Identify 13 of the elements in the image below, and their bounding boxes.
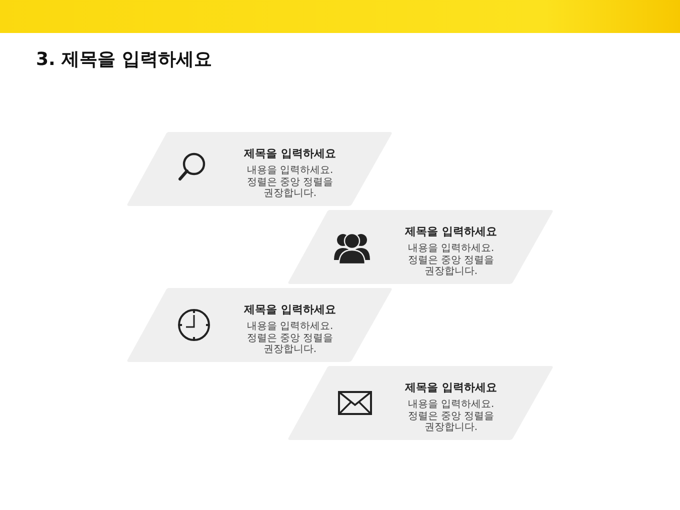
card-title: 제목을 입력하세요	[244, 146, 336, 161]
card-title: 제목을 입력하세요	[244, 302, 336, 317]
card-description: 내용을 입력하세요. 정렬은 중앙 정렬을 권장합니다.	[246, 321, 334, 356]
page-title: 3. 제목을 입력하세요	[36, 48, 212, 71]
card-description: 내용을 입력하세요. 정렬은 중앙 정렬을 권장합니다.	[406, 243, 496, 278]
card-title: 제목을 입력하세요	[405, 224, 497, 239]
parallelogram-card	[288, 366, 553, 440]
card-description: 내용을 입력하세요. 정렬은 중앙 정렬을 권장합니다.	[406, 399, 496, 434]
card-title: 제목을 입력하세요	[405, 380, 497, 395]
card-description: 내용을 입력하세요. 정렬은 중앙 정렬을 권장합니다.	[246, 165, 334, 200]
parallelogram-card	[288, 210, 553, 284]
parallelogram-card	[127, 132, 392, 206]
parallelogram-card	[127, 288, 392, 362]
